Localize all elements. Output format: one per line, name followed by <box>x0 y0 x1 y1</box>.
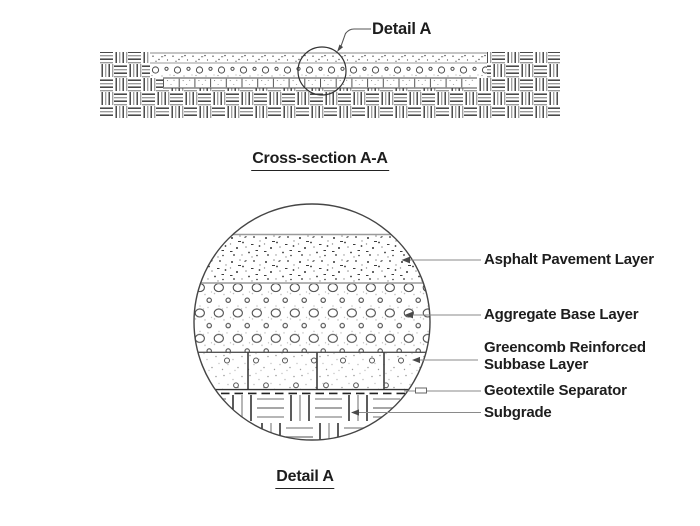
label-greencomb-subbase-layer: Greencomb Reinforced Subbase Layer <box>484 339 646 373</box>
detail-greencomb-layer <box>194 351 430 389</box>
cross-section-greencomb-layer <box>163 77 477 89</box>
detail-callout-circle <box>297 46 347 96</box>
label-subgrade: Subgrade <box>484 404 552 421</box>
detail-title: Detail A <box>275 468 335 489</box>
cross-section-title: Cross-section A-A <box>251 150 389 171</box>
cross-section-asphalt-layer <box>150 52 487 64</box>
label-aggregate-base-layer: Aggregate Base Layer <box>484 306 639 323</box>
cross-section-aggregate-layer <box>150 63 487 78</box>
detail-a-drawing <box>193 203 481 441</box>
label-geotextile-separator: Geotextile Separator <box>484 382 627 399</box>
leader-arrowheads <box>351 256 420 416</box>
detail-aggregate-layer <box>194 282 430 352</box>
detail-subgrade-hatch <box>194 395 430 440</box>
label-greencomb-line2: Subbase Layer <box>484 355 589 373</box>
detail-geotextile-line <box>194 388 430 395</box>
detail-asphalt-layer <box>194 233 430 283</box>
geotextile-leader-tag <box>415 387 427 394</box>
cross-section-subgrade-hatch <box>100 52 560 118</box>
callout-leader-line <box>337 28 371 52</box>
detail-circle-outline <box>193 203 431 441</box>
cross-section-drawing <box>100 28 560 118</box>
cross-section-callout-label: Detail A <box>372 20 432 38</box>
label-asphalt-pavement-layer: Asphalt Pavement Layer <box>484 251 654 268</box>
label-greencomb-line1: Greencomb Reinforced <box>484 339 646 356</box>
